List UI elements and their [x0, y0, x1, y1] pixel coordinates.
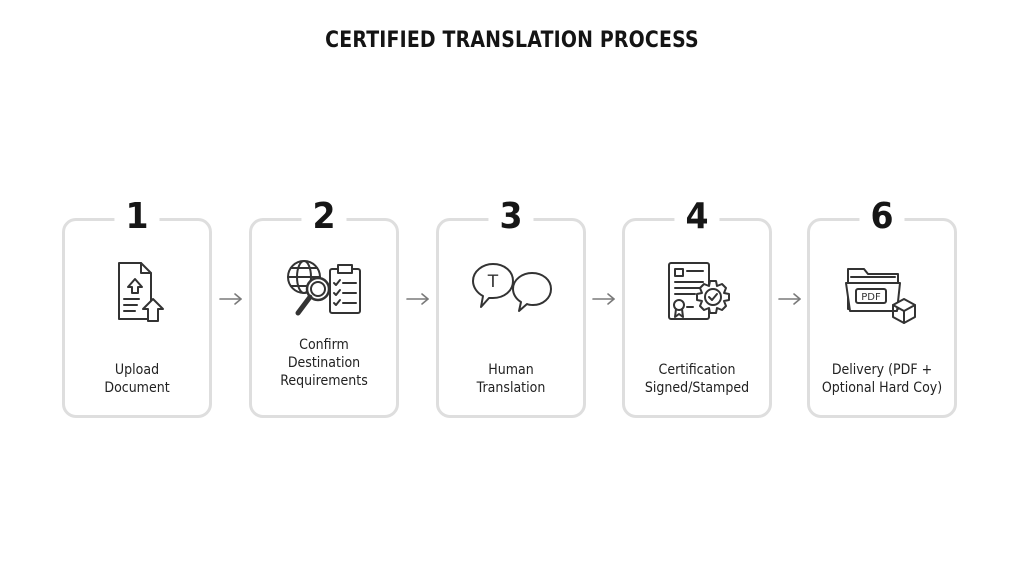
step-card-5: 6 PDF Delivery (PDF + Optional Hard Coy) [807, 197, 957, 418]
step-label: Delivery (PDF + Optional Hard Coy) [821, 362, 943, 396]
step-number: 6 [859, 197, 905, 237]
step-number: 1 [114, 197, 160, 237]
step-number: 2 [301, 197, 347, 237]
arrow-right-icon [218, 291, 244, 307]
step-card-2: 2 Confirm Destination Requirements [249, 197, 399, 418]
diagram-title: CERTIFIED TRANSLATION PROCESS [325, 28, 699, 53]
step-number: 4 [674, 197, 720, 237]
step-label: Confirm Destination Requirements [280, 337, 368, 389]
step-card-3: 3 T Human Translation [436, 197, 586, 418]
step-card-4: 4 Certification Signed/Stamped [622, 197, 772, 418]
speech-bubbles-icon: T [469, 259, 553, 327]
step-label: Upload Document [104, 362, 170, 396]
step-label: Certification Signed/Stamped [644, 362, 750, 396]
bubble-letter: T [487, 272, 499, 292]
certificate-gear-icon [655, 259, 739, 327]
arrow-right-icon [405, 291, 431, 307]
folder-pdf-box-icon: PDF [840, 259, 924, 327]
pdf-text: PDF [861, 292, 881, 303]
document-upload-icon [95, 259, 179, 327]
globe-magnifier-checklist-icon [282, 259, 366, 327]
step-number: 3 [488, 197, 534, 237]
arrow-right-icon [591, 291, 617, 307]
arrow-right-icon [777, 291, 803, 307]
step-card-1: 1 Upload Document [62, 197, 212, 418]
step-label: Human Translation [476, 362, 546, 396]
